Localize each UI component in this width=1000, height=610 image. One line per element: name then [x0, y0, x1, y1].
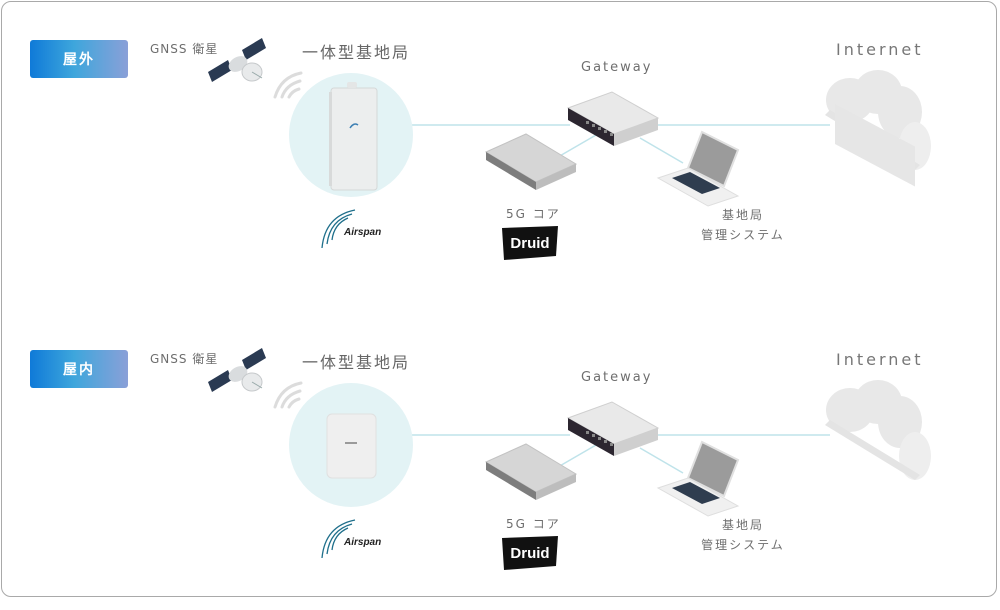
druid-logo-bg: [502, 536, 558, 570]
management-label-line2: 管理システム: [701, 538, 785, 552]
base-station-label: 一体型基地局: [302, 353, 411, 372]
management-label-line1: 基地局: [721, 208, 764, 222]
laptop-icon: [656, 440, 740, 517]
outdoor-base-station-icon: [329, 82, 378, 191]
link-gateway-core: [557, 134, 597, 158]
wireless-signal-icon: [273, 71, 303, 99]
network-diagram-art: [208, 348, 931, 570]
management-label: 基地局 管理システム: [700, 205, 786, 245]
laptop-icon: [656, 130, 740, 207]
internet-cloud-icon: [825, 70, 931, 187]
gateway-label: Gateway: [581, 370, 653, 385]
link-gateway-core: [557, 444, 597, 468]
management-label: 基地局 管理システム: [700, 515, 786, 555]
gateway-device-icon: [566, 91, 660, 146]
druid-logo-text: Druid: [510, 234, 550, 252]
druid-logo: Druid: [502, 227, 558, 259]
management-label-line1: 基地局: [721, 518, 764, 532]
management-label-line2: 管理システム: [701, 228, 785, 242]
network-diagram-art: [208, 38, 931, 260]
section-badge: 屋外: [30, 40, 128, 78]
gateway-device-icon: [566, 401, 660, 456]
section-indoor: 屋内 GNSS 衛星 一体型基地局 Gateway Internet 5G コア…: [0, 310, 1000, 610]
link-gateway-laptop: [639, 137, 684, 164]
section-outdoor: 屋外 GNSS 衛星 一体型基地局 Gateway Internet 5G コア…: [0, 0, 1000, 300]
druid-logo-text: Druid: [510, 544, 550, 562]
gateway-label: Gateway: [581, 60, 653, 75]
base-station-label: 一体型基地局: [302, 43, 411, 62]
core-server-icon: [484, 133, 578, 190]
druid-logo: Druid: [502, 537, 558, 569]
gnss-label: GNSS 衛星: [150, 42, 219, 56]
gnss-label: GNSS 衛星: [150, 352, 219, 366]
airspan-logo-text: Airspan: [344, 227, 382, 238]
link-gateway-laptop: [639, 447, 684, 474]
airspan-logo-icon: [321, 519, 356, 559]
core-label: 5G コア: [506, 207, 561, 221]
core-server-icon: [484, 443, 578, 500]
satellite-icon: [208, 38, 266, 82]
internet-cloud-icon: [825, 380, 931, 480]
core-label: 5G コア: [506, 517, 561, 531]
airspan-logo-icon: [321, 209, 356, 249]
airspan-logo-text: Airspan: [344, 537, 382, 548]
section-badge: 屋内: [30, 350, 128, 388]
druid-logo-bg: [502, 226, 558, 260]
internet-label: Internet: [836, 350, 924, 369]
wireless-signal-icon: [273, 381, 303, 409]
satellite-icon: [208, 348, 266, 392]
internet-label: Internet: [836, 40, 924, 59]
indoor-base-station-icon: [326, 413, 377, 479]
